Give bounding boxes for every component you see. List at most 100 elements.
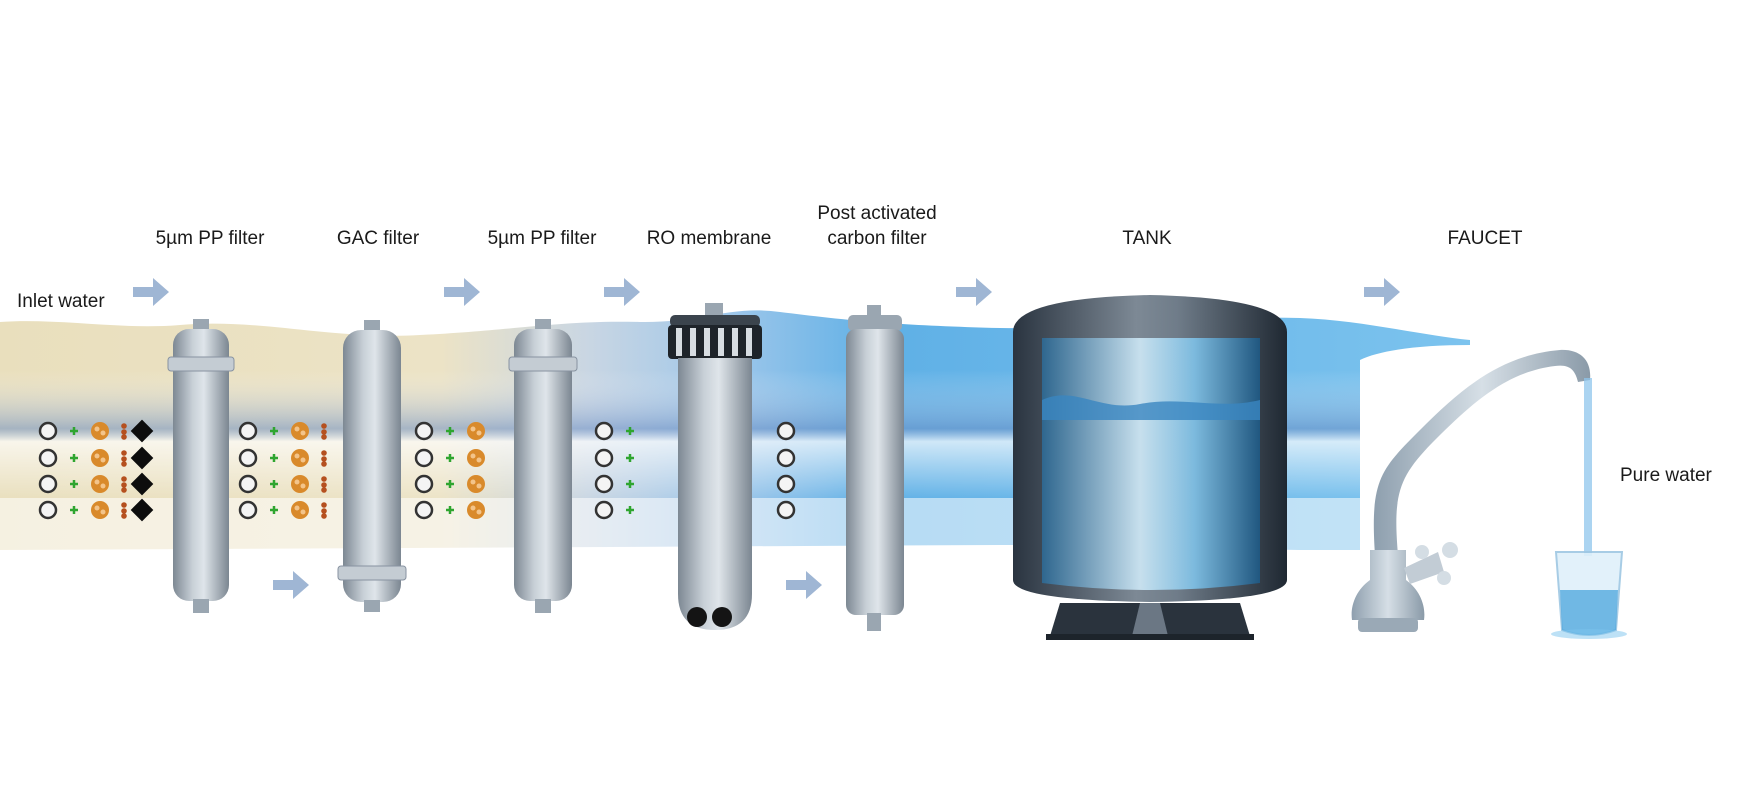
filter-5-post-carbon	[846, 305, 904, 631]
sediment-blob-spot-icon	[300, 483, 306, 489]
sediment-blob-spot-icon	[100, 430, 106, 436]
particle-ring-icon	[38, 500, 58, 520]
storage-tank	[1013, 295, 1287, 640]
sediment-blob-spot-icon	[300, 430, 306, 436]
sediment-blob-icon	[291, 422, 309, 440]
bacteria-cross-icon	[270, 480, 278, 488]
particle-ring-icon	[38, 474, 58, 494]
particle-ring-icon	[238, 421, 258, 441]
particle-ring-icon	[594, 448, 614, 468]
sediment-blob-icon	[291, 449, 309, 467]
sediment-blob-icon	[91, 422, 109, 440]
bacteria-cross-icon	[446, 427, 454, 435]
bacteria-cross-icon	[446, 506, 454, 514]
metal-dot-icon	[321, 502, 327, 508]
sediment-blob-icon	[467, 475, 485, 493]
particle-ring-icon	[238, 448, 258, 468]
metal-dot-icon	[121, 513, 127, 519]
sediment-blob-icon	[467, 422, 485, 440]
sediment-blob-spot-icon	[470, 479, 476, 485]
stage-5-label: Post activated carbon filter	[817, 201, 936, 251]
particle-ring-icon	[414, 448, 434, 468]
sediment-blob-spot-icon	[100, 509, 106, 515]
sediment-blob-spot-icon	[476, 509, 482, 515]
sediment-blob-spot-icon	[94, 426, 100, 432]
sediment-blob-icon	[467, 501, 485, 519]
metal-dot-icon	[321, 482, 327, 488]
metal-dot-icon	[121, 456, 127, 462]
sediment-blob-spot-icon	[470, 505, 476, 511]
stage-1-label: 5µm PP filter	[155, 228, 265, 249]
bacteria-cross-icon	[446, 454, 454, 462]
metal-dot-icon	[321, 461, 327, 467]
particle-ring-icon	[776, 421, 796, 441]
metal-dot-icon	[121, 429, 127, 435]
water-glass	[1551, 551, 1627, 639]
metal-dot-icon	[121, 423, 127, 429]
metal-dot-icon	[321, 434, 327, 440]
arrow-icon	[444, 278, 480, 306]
sediment-blob-icon	[91, 475, 109, 493]
metal-dot-icon	[121, 450, 127, 456]
bacteria-cross-icon	[626, 427, 634, 435]
sediment-blob-spot-icon	[94, 505, 100, 511]
arrow-icon	[956, 278, 992, 306]
faucet-label: FAUCET	[1447, 228, 1523, 249]
metal-dot-icon	[321, 513, 327, 519]
sediment-blob-spot-icon	[100, 483, 106, 489]
arrow-icon	[604, 278, 640, 306]
sediment-blob-spot-icon	[94, 479, 100, 485]
sediment-blob-icon	[291, 475, 309, 493]
particle-ring-icon	[238, 500, 258, 520]
metal-dot-icon	[321, 476, 327, 482]
bacteria-cross-icon	[626, 506, 634, 514]
metal-dot-icon	[321, 508, 327, 514]
sediment-blob-spot-icon	[294, 453, 300, 459]
arrow-icon	[273, 571, 309, 599]
bacteria-cross-icon	[446, 480, 454, 488]
particle-ring-icon	[414, 500, 434, 520]
particle-ring-icon	[238, 474, 258, 494]
filter-2-gac	[337, 320, 407, 612]
particle-ring-icon	[594, 474, 614, 494]
bacteria-cross-icon	[626, 454, 634, 462]
metal-dot-icon	[321, 487, 327, 493]
stage-4-label: RO membrane	[646, 228, 772, 249]
particle-ring-icon	[776, 500, 796, 520]
sediment-blob-spot-icon	[470, 453, 476, 459]
sediment-blob-spot-icon	[470, 426, 476, 432]
sediment-blob-spot-icon	[294, 505, 300, 511]
sediment-blob-icon	[467, 449, 485, 467]
arrow-icon	[786, 571, 822, 599]
metal-dot-icon	[121, 502, 127, 508]
filter-1-pp	[167, 319, 235, 613]
metal-dot-icon	[121, 508, 127, 514]
particle-ring-icon	[414, 474, 434, 494]
sediment-blob-spot-icon	[94, 453, 100, 459]
metal-dot-icon	[121, 487, 127, 493]
filter-3-pp	[508, 319, 578, 613]
arrow-icon	[133, 278, 169, 306]
bacteria-cross-icon	[270, 427, 278, 435]
bacteria-cross-icon	[70, 506, 78, 514]
sediment-blob-spot-icon	[300, 509, 306, 515]
particle-ring-icon	[594, 421, 614, 441]
sediment-blob-icon	[291, 501, 309, 519]
sediment-blob-icon	[91, 501, 109, 519]
particle-ring-icon	[38, 421, 58, 441]
metal-dot-icon	[121, 482, 127, 488]
metal-dot-icon	[321, 429, 327, 435]
ro-membrane	[668, 303, 762, 630]
metal-dot-icon	[121, 461, 127, 467]
faucet	[1351, 349, 1592, 632]
bacteria-cross-icon	[70, 480, 78, 488]
arrow-icon	[1364, 278, 1400, 306]
sediment-blob-spot-icon	[294, 479, 300, 485]
sediment-blob-spot-icon	[476, 430, 482, 436]
sediment-blob-icon	[91, 449, 109, 467]
particle-ring-icon	[594, 500, 614, 520]
metal-dot-icon	[321, 456, 327, 462]
sediment-blob-spot-icon	[476, 483, 482, 489]
